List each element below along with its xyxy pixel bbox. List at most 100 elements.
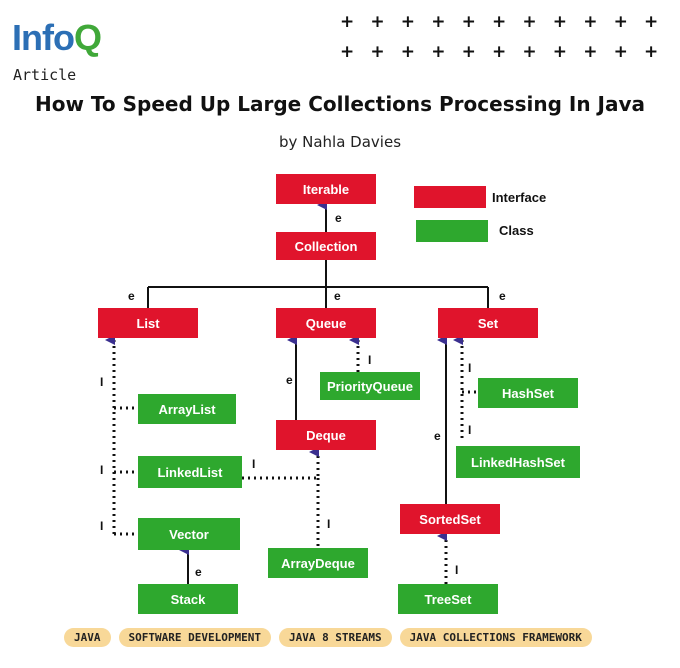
collections-hierarchy-diagram: e e e e e e e I I I I I I I I I Interfac…: [98, 174, 580, 614]
node-collection-label: Collection: [295, 239, 358, 254]
plus-icon: +: [400, 12, 416, 32]
node-set-box: [438, 308, 538, 338]
node-list-box: [98, 308, 198, 338]
plus-pattern-decoration: ++++++++++++++++++++++: [340, 14, 670, 68]
edge-label-collection-iterable: e: [335, 211, 342, 225]
node-priorityqueue: PriorityQueue: [320, 372, 420, 400]
node-queue-box: [276, 308, 376, 338]
edge-label-vector: I: [100, 519, 103, 533]
edge-label-arraylist: I: [100, 375, 103, 389]
plus-icon: +: [370, 42, 385, 62]
legend-class-label: Class: [499, 223, 534, 238]
content-type-label: Article: [13, 66, 77, 84]
node-hashset-label: HashSet: [502, 386, 555, 401]
node-deque-box: [276, 420, 376, 450]
legend-class-swatch: [416, 220, 488, 242]
tag-list: JAVA SOFTWARE DEVELOPMENT JAVA 8 STREAMS…: [64, 628, 592, 647]
node-linkedhashset-label: LinkedHashSet: [471, 455, 566, 470]
edge-label-list: e: [128, 289, 135, 303]
node-iterable-label: Iterable: [303, 182, 349, 197]
tag-java[interactable]: JAVA: [64, 628, 111, 647]
node-deque-label: Deque: [306, 428, 346, 443]
legend-interface-label: Interface: [492, 190, 546, 205]
plus-icon: +: [492, 42, 507, 62]
node-collection: Collection: [276, 232, 376, 260]
node-vector: Vector: [138, 518, 240, 550]
edge-label-set: e: [499, 289, 506, 303]
plus-icon: +: [492, 12, 507, 32]
infoq-logo[interactable]: InfoQ: [12, 17, 102, 58]
edge-label-arraydeque: I: [327, 517, 330, 531]
node-iterable-box: [276, 174, 376, 204]
logo-q-text: Q: [73, 17, 102, 58]
edge-linkedlist-deque: [242, 447, 320, 480]
node-arraydeque-box: [268, 548, 368, 578]
node-list: List: [98, 308, 198, 338]
node-priorityqueue-box: [320, 372, 420, 400]
node-vector-label: Vector: [169, 527, 209, 542]
plus-icon: +: [613, 12, 628, 32]
node-treeset-box: [398, 584, 498, 614]
plus-icon: +: [583, 12, 598, 32]
plus-icon: +: [613, 42, 628, 62]
node-arraylist-box: [138, 394, 236, 424]
tag-java-collections-framework[interactable]: JAVA COLLECTIONS FRAMEWORK: [399, 628, 592, 647]
node-arraydeque-label: ArrayDeque: [281, 556, 355, 571]
plus-icon: +: [461, 42, 476, 62]
node-queue-label: Queue: [306, 316, 346, 331]
plus-icon: +: [431, 42, 446, 62]
node-stack-label: Stack: [171, 592, 206, 607]
node-sortedset-box: [400, 504, 500, 534]
node-arraydeque: ArrayDeque: [268, 548, 368, 578]
node-arraylist-label: ArrayList: [158, 402, 216, 417]
node-sortedset-label: SortedSet: [419, 512, 481, 527]
node-vector-box: [138, 518, 240, 550]
node-stack: Stack: [138, 584, 238, 614]
plus-icon: +: [522, 12, 537, 32]
legend: Interface Class: [414, 186, 546, 242]
node-queue: Queue: [276, 308, 376, 338]
diagram-nodes: Iterable Collection List Queue Set Prior…: [98, 174, 580, 614]
plus-icon: +: [583, 42, 598, 62]
node-hashset-box: [478, 378, 578, 408]
edge-label-deque: e: [286, 373, 293, 387]
tag-java-8-streams[interactable]: JAVA 8 STREAMS: [278, 628, 392, 647]
node-linkedlist: LinkedList: [138, 456, 242, 488]
logo-info-text: Info: [12, 17, 75, 58]
edge-label-stack: e: [195, 565, 202, 579]
plus-icon: +: [400, 42, 416, 62]
node-arraylist: ArrayList: [138, 394, 236, 424]
edge-label-linkedlist-deque: I: [252, 457, 255, 471]
node-deque: Deque: [276, 420, 376, 450]
plus-icon: +: [644, 12, 659, 32]
node-linkedhashset-box: [456, 446, 580, 478]
plus-icon: +: [340, 12, 355, 32]
edge-label-linkedhashset: I: [468, 423, 471, 437]
plus-icon: +: [461, 12, 476, 32]
edge-label-priorityqueue: I: [368, 353, 371, 367]
node-hashset: HashSet: [478, 378, 578, 408]
tag-software-development[interactable]: SOFTWARE DEVELOPMENT: [118, 628, 271, 647]
node-treeset: TreeSet: [398, 584, 498, 614]
node-collection-box: [276, 232, 376, 260]
article-title: How To Speed Up Large Collections Proces…: [35, 92, 645, 116]
node-iterable: Iterable: [276, 174, 376, 204]
node-stack-box: [138, 584, 238, 614]
plus-icon: +: [340, 42, 355, 62]
edge-label-hashset: I: [468, 361, 471, 375]
edge-label-treeset: I: [455, 563, 458, 577]
article-author: by Nahla Davies: [278, 133, 402, 151]
node-priorityqueue-label: PriorityQueue: [327, 379, 413, 394]
node-linkedlist-box: [138, 456, 242, 488]
plus-icon: +: [522, 42, 537, 62]
plus-icon: +: [431, 12, 446, 32]
edge-label-sortedset: e: [434, 429, 441, 443]
plus-icon: +: [370, 12, 385, 32]
edge-label-linkedlist: I: [100, 463, 103, 477]
node-set: Set: [438, 308, 538, 338]
edge-label-queue: e: [334, 289, 341, 303]
node-linkedhashset: LinkedHashSet: [456, 446, 580, 478]
edge-labels: e e e e e e e I I I I I I I I I: [100, 211, 506, 579]
node-list-label: List: [136, 316, 160, 331]
plus-icon: +: [552, 42, 568, 62]
